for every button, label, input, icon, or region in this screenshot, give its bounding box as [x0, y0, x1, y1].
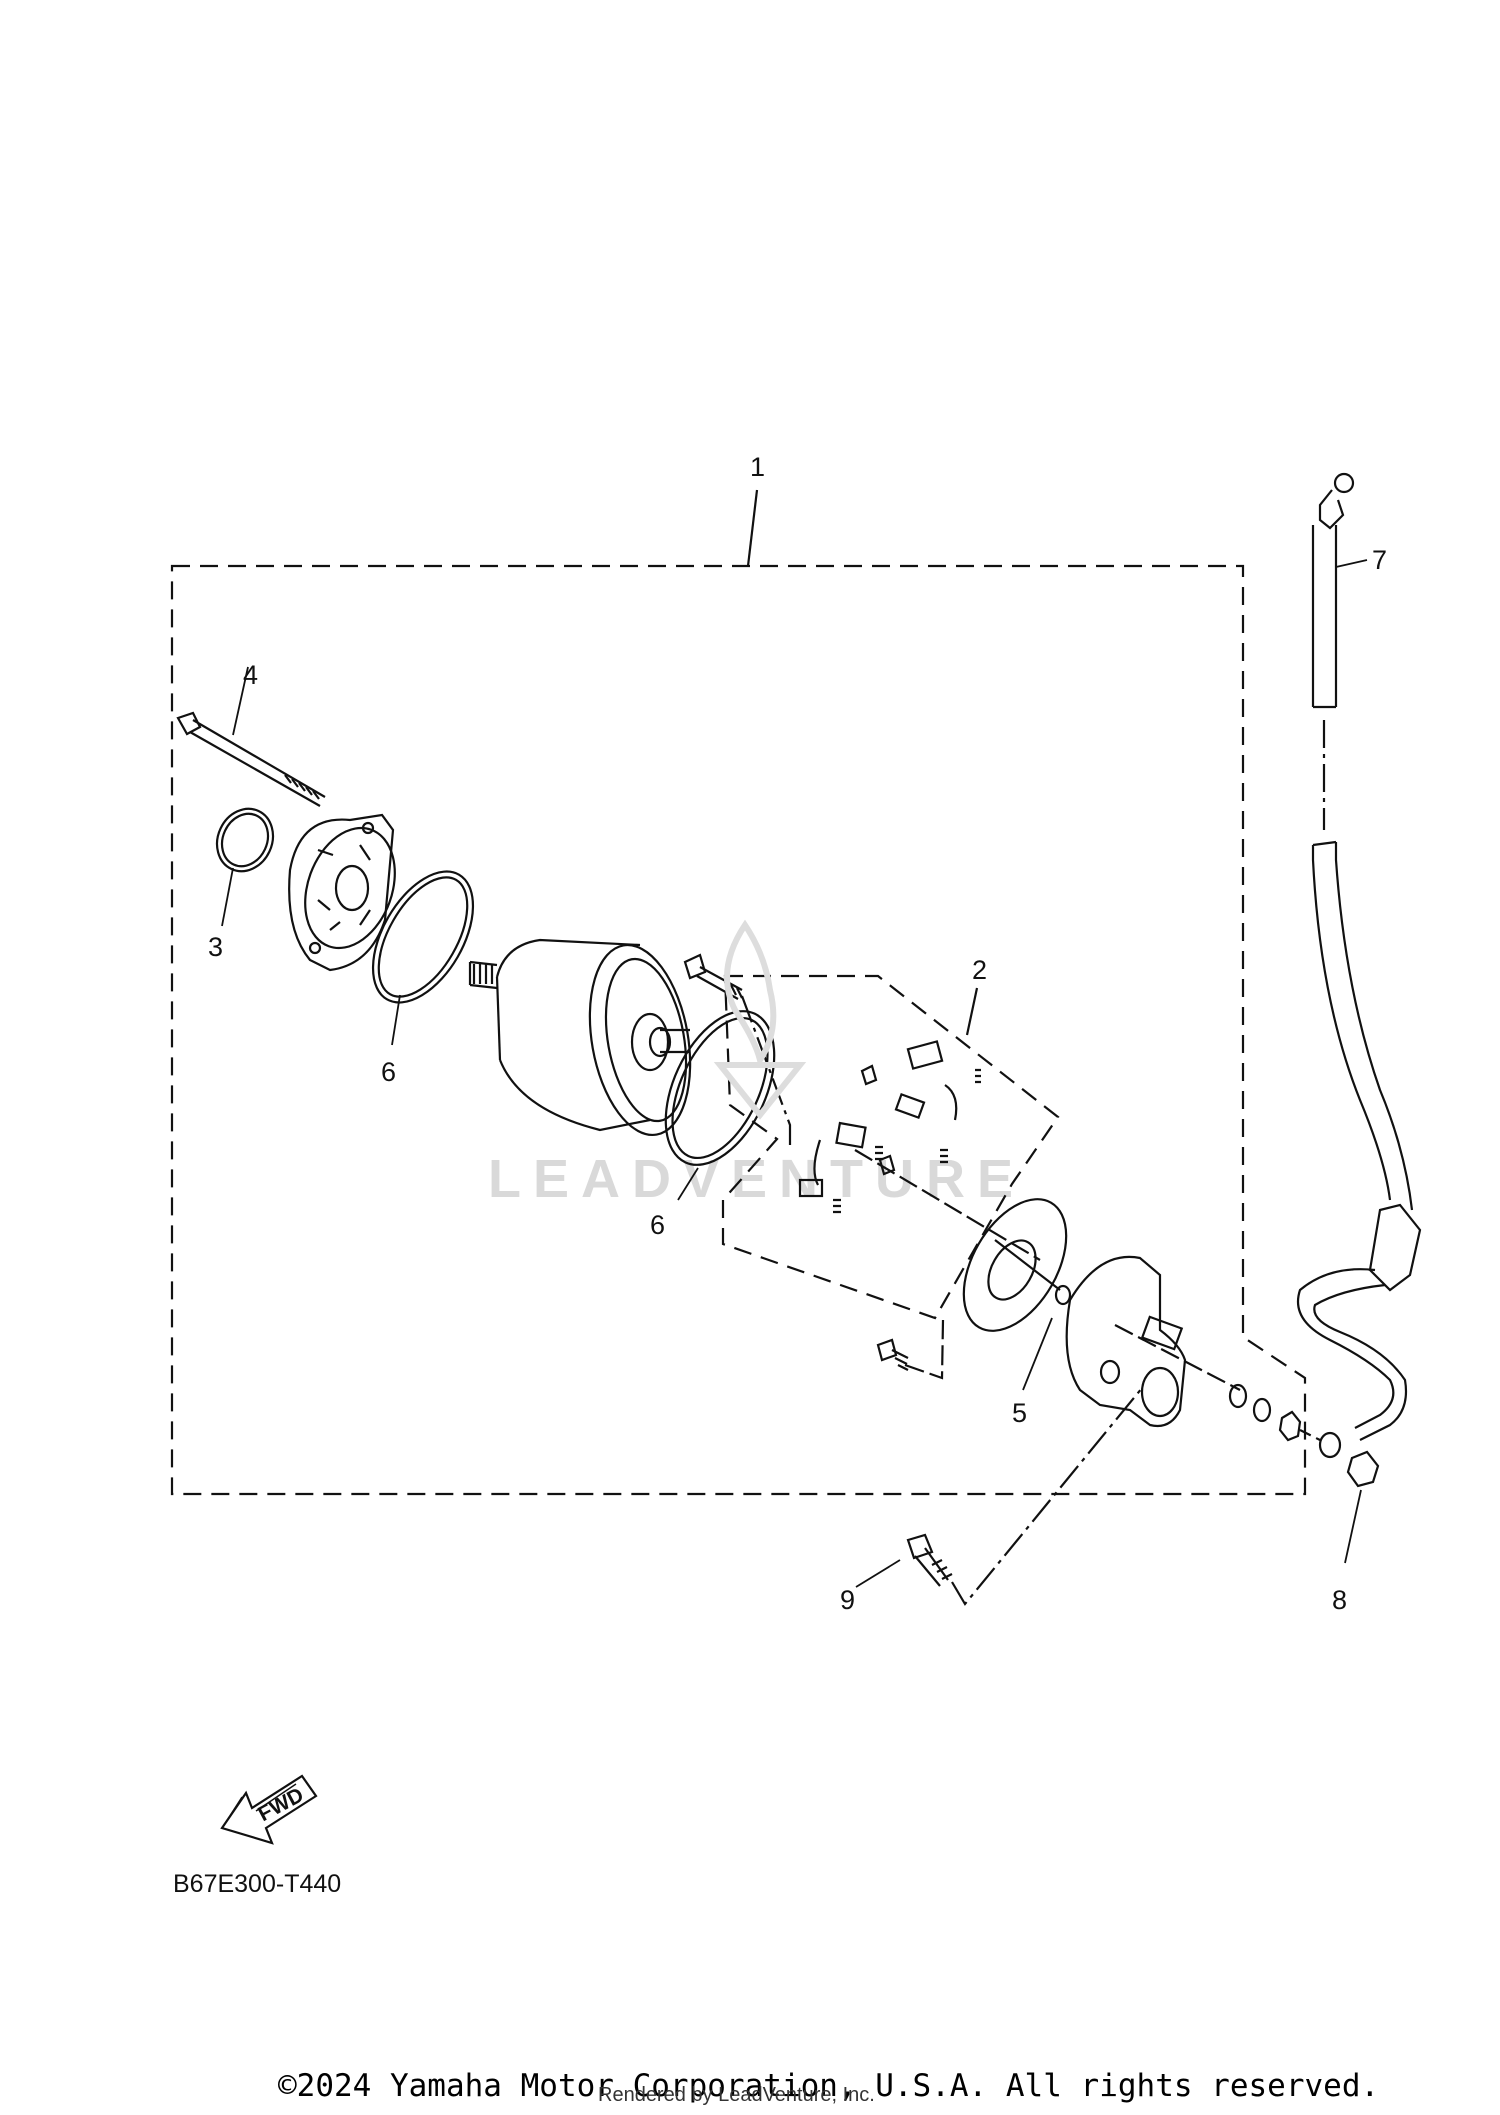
callout-4: 4 [243, 660, 259, 690]
o-ring-part-3 [215, 807, 275, 927]
brush-plate [962, 1198, 1068, 1332]
callout-2: 2 [972, 955, 988, 985]
callout-8: 8 [1332, 1585, 1348, 1615]
callout-3: 3 [208, 932, 224, 962]
brush-holder-parts [798, 1040, 1041, 1261]
watermark-text: LEADVENTURE [488, 1149, 1026, 1209]
rendered-by-text: Rendered by LeadVenture, Inc. [598, 2084, 875, 2106]
callout-7: 7 [1372, 545, 1388, 575]
washer-part-5 [1022, 1284, 1072, 1391]
assembly-boundary-1 [170, 564, 1307, 1496]
callout-9: 9 [840, 1585, 856, 1615]
callout-6-front: 6 [381, 1057, 397, 1087]
screw-lower [876, 1319, 945, 1380]
front-cover [288, 813, 396, 972]
callout-6-rear: 6 [650, 1210, 666, 1240]
watermark-logo [713, 919, 807, 1120]
terminal-hardware [1228, 1383, 1321, 1442]
leader-line-2 [965, 987, 979, 1036]
fwd-direction-arrow [220, 1774, 318, 1845]
bolt-part-9 [855, 1387, 1143, 1606]
diagram-code: B67E300-T440 [173, 1870, 342, 1898]
o-ring-part-6-front [371, 870, 475, 1046]
starter-cable-part-7 [1296, 472, 1422, 1459]
nut-part-8 [1344, 1450, 1380, 1564]
callout-1: 1 [750, 452, 766, 482]
callout-5: 5 [1012, 1398, 1028, 1428]
motor-yoke [468, 938, 692, 1137]
rear-cover [1065, 1255, 1241, 1428]
copyright-text: ©2024 Yamaha Motor Corporation, U.S.A. A… [278, 2068, 1380, 2104]
leader-line-1 [746, 489, 759, 567]
through-bolt-part-4 [176, 666, 326, 807]
